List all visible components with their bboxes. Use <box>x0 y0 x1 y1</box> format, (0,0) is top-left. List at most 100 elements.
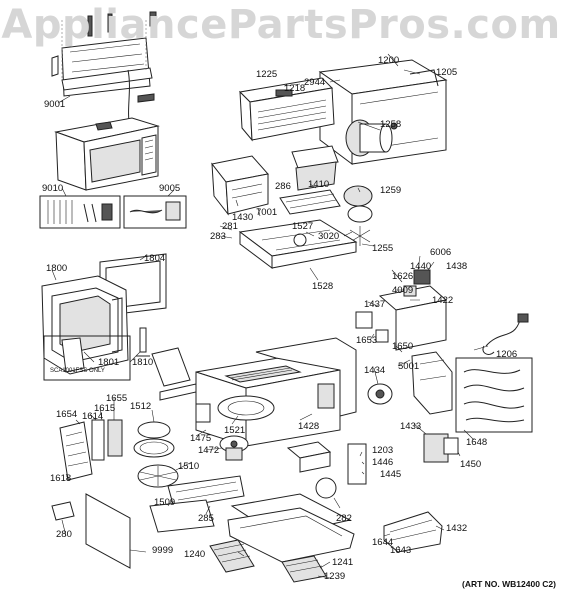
magnetron <box>286 441 332 473</box>
part-label[interactable]: 1428 <box>298 421 320 432</box>
mounting-plate-assembly <box>51 11 157 129</box>
part-label[interactable]: 1521 <box>224 425 246 436</box>
turntable-support <box>195 395 275 423</box>
base-assembly <box>227 477 355 563</box>
part-label[interactable]: 282 <box>336 513 352 524</box>
part-label[interactable]: 1203 <box>372 445 394 456</box>
part-label[interactable]: 1509 <box>154 497 176 508</box>
door-inset <box>43 335 131 381</box>
duct-assembly <box>211 155 269 216</box>
control-panel <box>59 419 123 481</box>
roller-ring <box>137 464 179 488</box>
part-label[interactable]: 1800 <box>46 263 68 274</box>
part-label[interactable]: 1259 <box>380 185 402 196</box>
part-label[interactable]: 1239 <box>324 571 346 582</box>
hv-components <box>347 433 459 485</box>
door-handle-cover <box>51 501 75 521</box>
turntable-glass-tray <box>133 421 175 458</box>
part-label[interactable]: 1653 <box>356 335 378 346</box>
part-label[interactable]: 286 <box>275 181 291 192</box>
part-label[interactable]: 1810 <box>132 357 154 368</box>
part-label[interactable]: 3020 <box>318 231 340 242</box>
part-label[interactable]: 1618 <box>50 473 72 484</box>
wire-harness <box>455 357 533 433</box>
part-label[interactable]: 1225 <box>256 69 278 80</box>
door-latch <box>136 327 150 357</box>
grease-filter-1240 <box>209 539 255 573</box>
part-label[interactable]: 1218 <box>284 83 306 94</box>
part-label[interactable]: 9005 <box>159 183 181 194</box>
microwave-oven-assembly <box>54 117 160 191</box>
part-label[interactable]: 1475 <box>190 433 212 444</box>
part-label[interactable]: 1615 <box>94 403 116 414</box>
inset-caption: SCA1001FSS ONLY <box>50 368 105 374</box>
part-label[interactable]: 1445 <box>380 469 402 480</box>
fan-blade <box>343 185 373 246</box>
part-label[interactable]: 1650 <box>392 341 414 352</box>
part-label[interactable]: 9999 <box>152 545 174 556</box>
door-latch-board <box>411 351 453 415</box>
part-label[interactable]: 1527 <box>292 221 314 232</box>
part-label[interactable]: 1433 <box>400 421 422 432</box>
part-label[interactable]: 1240 <box>184 549 206 560</box>
part-label[interactable]: 1655 <box>106 393 128 404</box>
part-label[interactable]: 1206 <box>496 349 518 360</box>
part-label[interactable]: 1643 <box>390 545 412 556</box>
part-label[interactable]: 1432 <box>446 523 468 534</box>
hardware-kit-9010 <box>39 195 121 229</box>
manual-sheet <box>85 493 131 569</box>
part-label[interactable]: 1648 <box>466 437 488 448</box>
part-label[interactable]: 1644 <box>372 537 394 548</box>
part-label[interactable]: 1410 <box>308 179 330 190</box>
leader-lines <box>51 53 489 579</box>
part-label[interactable]: 1446 <box>372 457 394 468</box>
part-label[interactable]: 1255 <box>372 243 394 254</box>
part-label[interactable]: 1472 <box>198 445 220 456</box>
part-label[interactable]: 1510 <box>178 461 200 472</box>
vent-grille <box>238 77 335 142</box>
part-label[interactable]: 1258 <box>380 119 402 130</box>
stirrer-cover <box>383 511 443 553</box>
thermal-cutout <box>367 383 393 405</box>
part-label[interactable]: 1438 <box>446 261 468 272</box>
part-label[interactable]: 1422 <box>432 295 454 306</box>
part-label[interactable]: 1654 <box>56 409 78 420</box>
part-label[interactable]: 2944 <box>304 77 326 88</box>
installation-kit-9005 <box>123 195 187 229</box>
part-label[interactable]: 285 <box>198 513 214 524</box>
part-label[interactable]: 283 <box>210 231 226 242</box>
part-label[interactable]: 1614 <box>82 411 104 422</box>
part-label[interactable]: 1430 <box>232 212 254 223</box>
rack-assembly <box>149 475 245 533</box>
part-label[interactable]: 1241 <box>332 557 354 568</box>
part-label[interactable]: 6006 <box>430 247 452 258</box>
part-label[interactable]: 1205 <box>436 67 458 78</box>
oven-cavity <box>195 337 357 447</box>
part-label[interactable]: 1512 <box>130 401 152 412</box>
part-label[interactable]: 9010 <box>42 183 64 194</box>
part-label[interactable]: 1200 <box>378 55 400 66</box>
part-label[interactable]: 1434 <box>364 365 386 376</box>
blower-motor <box>279 145 341 215</box>
part-label[interactable]: 1437 <box>364 299 386 310</box>
exhaust-fan-motor <box>345 119 398 157</box>
part-label[interactable]: 1528 <box>312 281 334 292</box>
part-label[interactable]: 1440 <box>410 261 432 272</box>
part-label[interactable]: 1626 <box>392 271 414 282</box>
part-label[interactable]: 5001 <box>398 361 420 372</box>
part-label[interactable]: 281 <box>222 221 238 232</box>
grease-filter-1241 <box>281 555 327 583</box>
part-label[interactable]: 9001 <box>44 99 66 110</box>
part-label[interactable]: 1801 <box>98 357 120 368</box>
part-label[interactable]: 280 <box>56 529 72 540</box>
base-plate <box>238 219 358 269</box>
part-label[interactable]: 1450 <box>460 459 482 470</box>
art-number: (ART NO. WB12400 C2) <box>462 579 556 589</box>
interlock-switch-bracket <box>355 269 448 351</box>
part-label[interactable]: 7001 <box>256 207 278 218</box>
part-label[interactable]: 4009 <box>392 285 414 296</box>
turntable-motor <box>219 435 249 461</box>
part-label[interactable]: 1804 <box>144 253 166 264</box>
